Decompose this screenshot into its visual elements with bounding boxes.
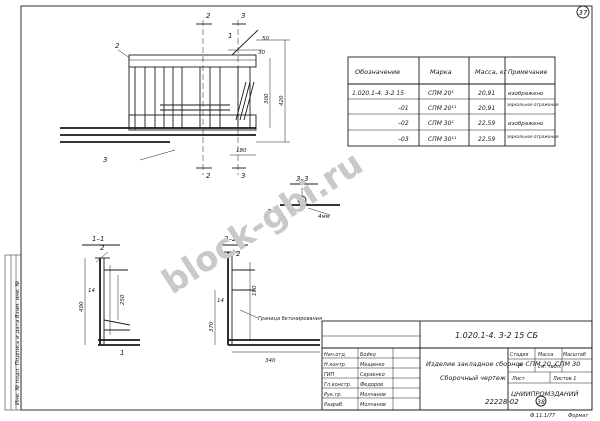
watermark: block-gbi.ru: [155, 143, 370, 302]
table-row-1-designation: 1.020.1-4. 3-2 15: [352, 90, 404, 97]
table-row-1-mass: 20,91: [478, 90, 495, 97]
role-4: Гл.констр.: [324, 382, 351, 388]
main-dim-180: 180: [236, 148, 247, 154]
section-3-3: [280, 183, 340, 216]
section-1-1: [82, 244, 140, 346]
title-block-stage: Р: [518, 363, 522, 370]
title-block-sheets: Листов 1: [552, 376, 576, 382]
cut-label-2-top: 2: [206, 12, 211, 20]
main-label-1: 1: [228, 32, 232, 40]
name-1: Бойко: [360, 352, 376, 358]
table-header-mass: Масса, кг: [475, 68, 508, 76]
cut-label-2-bottom: 2: [206, 172, 211, 180]
role-5: Рук.гр.: [324, 392, 342, 398]
table-header-mark: Марка: [430, 68, 452, 76]
table-row-2-mark: СПМ 20¹¹: [428, 105, 457, 112]
role-2: Н.контр.: [324, 362, 346, 368]
left-stamp-strip: [4, 254, 22, 411]
title-block-description: Изделие закладное сборное СПМ 20, СПМ 30: [426, 360, 580, 368]
format-code: Ф.11.1/77: [530, 413, 556, 419]
section-2-2-dim-14: 14: [217, 298, 224, 304]
page-number-circle: [576, 5, 590, 19]
cut-label-3-top: 3: [241, 12, 245, 20]
main-label-2: 2: [115, 42, 120, 50]
section-1-1-label-1: 1: [120, 349, 124, 357]
section-1-1-dim-14: 14: [88, 288, 95, 294]
format-size: Формат: [568, 413, 589, 419]
table-row-2-mass: 20,91: [478, 105, 495, 112]
table-row-3-mass: 22,59: [478, 120, 495, 127]
section-2-2-title: 2–2: [224, 235, 237, 243]
title-block: [321, 320, 593, 411]
archive-sheet: 38: [537, 399, 545, 406]
name-3: Серзенко: [360, 372, 385, 378]
page-number: 37: [579, 9, 588, 17]
table-header-note: Примечание: [508, 69, 547, 76]
table-header-designation: Обозначение: [355, 68, 400, 76]
table-row-2-note: зеркальное отражение: [507, 102, 559, 107]
archive-number: 22228-02: [485, 398, 519, 406]
title-block-scale-header: Масштаб: [563, 352, 586, 358]
section-2-2-dim-180: 180: [252, 285, 258, 296]
role-3: ГИП: [324, 372, 335, 378]
section-3-3-title: 3–3: [296, 175, 308, 183]
section-1-1-dim-250: 250: [120, 294, 126, 305]
cut-label-3-bottom: 3: [241, 172, 245, 180]
role-6: Разраб.: [324, 402, 344, 408]
section-2-2-dim-370: 370: [209, 321, 215, 332]
title-block-subtitle: Сборочный чертеж: [440, 374, 506, 382]
table-row-2-designation: –01: [398, 105, 409, 112]
main-dim-30: 30: [258, 50, 265, 56]
table-row-4-mass: 22,59: [478, 136, 495, 143]
section-3-3-dim-4mm: 4мм: [318, 214, 330, 220]
table-row-1-mark: СПМ 20¹: [428, 90, 454, 97]
table-row-4-note: зеркальное отражение: [507, 134, 559, 139]
table-row-3-mark: СПМ 30¹: [428, 120, 454, 127]
title-block-organization: ЦНИИПРОМЗДАНИЙ: [511, 389, 579, 398]
section-1-1-label-2: 2: [100, 244, 105, 252]
section-2-2-note: Граница бетонирования: [258, 316, 322, 322]
section-1-1-title: 1–1: [92, 235, 104, 243]
main-label-3: 3: [103, 156, 107, 164]
title-block-sheet: Лист: [511, 376, 526, 382]
main-dim-300: 300: [264, 93, 270, 104]
title-block-code: 1.020.1-4. 3-2 15 СБ: [455, 331, 539, 340]
table-row-1-note: изображено: [508, 91, 544, 97]
name-5: Молчанов: [360, 392, 386, 398]
table-row-4-mark: СПМ 30¹¹: [428, 136, 457, 143]
main-dim-420: 420: [279, 95, 285, 106]
section-2-2-label-2: 2: [236, 250, 241, 258]
left-strip-text: Инв. № подл. Подпись и дата Взам. инв. №: [15, 280, 21, 405]
table-row-4-designation: –03: [398, 136, 409, 143]
section-1-1-dim-490: 490: [79, 301, 85, 312]
main-view: [60, 20, 290, 175]
name-2: Мещенко: [360, 362, 385, 368]
title-block-mass: см. табл.: [538, 364, 562, 370]
role-1: Нач.отд.: [324, 352, 346, 358]
section-2-2: [214, 244, 320, 353]
section-3-3-dim-9: 9: [268, 208, 274, 212]
archive-sheet-circle: [535, 395, 547, 407]
name-4: Федоров: [360, 382, 383, 388]
sheet-frame: [20, 5, 593, 411]
table-row-3-note: изображено: [508, 121, 544, 127]
title-block-stage-header: Стадия: [510, 352, 529, 358]
section-2-2-dim-340: 340: [265, 358, 276, 364]
spec-table: [347, 56, 556, 147]
title-block-mass-header: Масса: [538, 352, 553, 358]
name-6: Молчанов: [360, 402, 386, 408]
table-row-3-designation: –02: [398, 120, 409, 127]
main-dim-50: 50: [262, 36, 269, 42]
